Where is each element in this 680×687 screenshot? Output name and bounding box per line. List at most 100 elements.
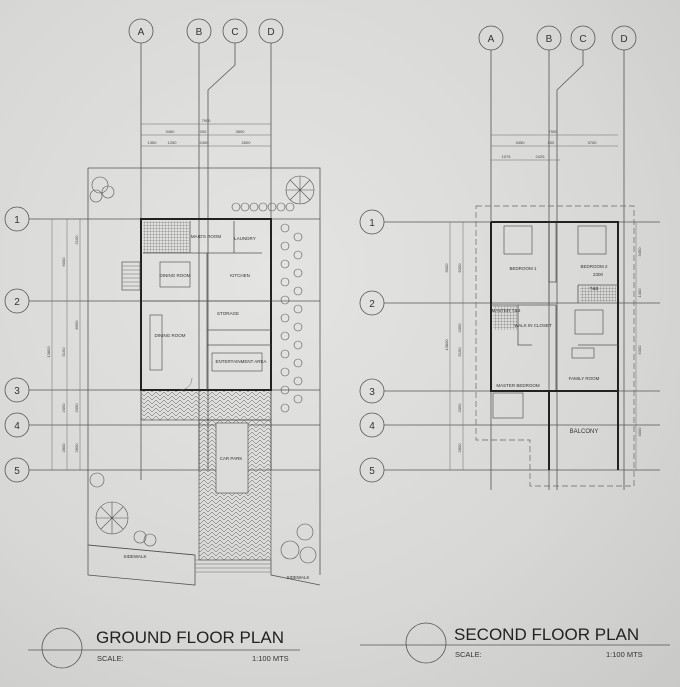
room-label-family-room: FAMILY ROOM [569, 376, 600, 381]
dim-label: 2050 [457, 403, 462, 413]
room-label-car-park: CAR PARK [220, 456, 243, 461]
dim-label: 3700 [588, 140, 598, 145]
scale-label: SCALE: [455, 650, 482, 659]
row-label-4: 4 [369, 421, 375, 432]
sofa-icon [149, 314, 163, 371]
dim-label: 2600 [242, 140, 252, 145]
dim-label: 13800 [46, 346, 51, 358]
second-column-grid: A B C D [478, 25, 637, 490]
room-label-balcony: BALCONY [570, 429, 599, 435]
grid-label-b: B [196, 27, 203, 38]
dim-label: 1350 [148, 140, 158, 145]
label-sidewalk: SIDEWALK [286, 575, 309, 580]
stair-icon [121, 261, 141, 291]
tb-tile [580, 286, 616, 302]
dim-label: 200 [200, 129, 207, 134]
dim-label: 6000 [61, 257, 66, 267]
ground-floor-title: GROUND FLOOR PLAN [96, 628, 284, 647]
grid-label-d: D [267, 27, 274, 38]
bed-icon [492, 392, 524, 419]
ground-dimensions: 7900 3450 200 3800 1350 1250 2400 2600 2… [46, 118, 271, 470]
dim-label: 3450 [516, 140, 526, 145]
dim-label: 3450 [166, 129, 176, 134]
row-label-5: 5 [14, 466, 20, 477]
row-label-2: 2 [369, 299, 375, 310]
dim-label: 2800 [74, 443, 79, 453]
dim-label: 1400 [637, 288, 642, 298]
ground-room-labels: MAID'S ROOM LAUNDRY DINING ROOM KITCHEN … [123, 234, 309, 580]
second-dimensions: 7900 3450 200 3700 1075 2425 6000 6000 1… [444, 129, 642, 470]
dim-label: 2800 [457, 443, 462, 453]
row-label-3: 3 [369, 387, 375, 398]
row-label-1: 1 [14, 215, 20, 226]
room-label-walk-in-closet: WALK IN CLOSET [514, 323, 552, 328]
paving-hatch [140, 389, 272, 421]
room-label-entertainment-area: ENTERTAINMENT AREA [215, 359, 266, 364]
dim-label: 2300 [593, 272, 604, 277]
room-label-kitchen: KITCHEN [230, 273, 250, 278]
dim-label: 5150 [457, 347, 462, 357]
toilet-tile [143, 221, 189, 253]
dim-label: 5300 [637, 345, 642, 355]
stair-icon [574, 309, 604, 335]
dim-label: 1250 [168, 140, 178, 145]
dim-label: 2800 [61, 443, 66, 453]
second-floor-title-block: SECOND FLOOR PLAN SCALE: 1:100 MTS [360, 622, 670, 664]
dim-label: 6000 [444, 263, 449, 273]
dim-label: 2100 [74, 235, 79, 245]
second-floor-title: SECOND FLOOR PLAN [454, 625, 639, 644]
dim-label: 1075 [502, 154, 512, 159]
bed-icon [577, 225, 607, 255]
dim-label: 3450 [637, 247, 642, 257]
grid-label-c: C [579, 34, 586, 45]
second-room-labels: BEDROOM 1 BEDROOM 2 2300 T&B MASTER T&B … [492, 264, 608, 435]
label-sidewalk: SIDEWALK [123, 554, 146, 559]
room-label-bedroom-1: BEDROOM 1 [509, 266, 537, 271]
grid-label-d: D [620, 34, 627, 45]
room-label-bedroom-2: BEDROOM 2 [580, 264, 608, 269]
ground-building [121, 218, 272, 391]
room-label-master-bedroom: MASTER BEDROOM [496, 383, 540, 388]
title-bubble [405, 622, 447, 664]
room-label-master-tb: MASTER T&B [492, 308, 521, 313]
dim-label: 7900 [202, 118, 212, 123]
dim-label: 3800 [236, 129, 246, 134]
row-label-2: 2 [14, 297, 20, 308]
row-label-5: 5 [369, 466, 375, 477]
room-label-maids-room: MAID'S ROOM [191, 234, 222, 239]
scale-value: 1:100 MTS [252, 654, 289, 663]
scale-label: SCALE: [97, 654, 124, 663]
second-floor-plan: A B C D 1 2 3 4 5 7900 3450 200 3700 107… [359, 25, 670, 664]
shrub-row-icon [231, 202, 303, 413]
scale-value: 1:100 MTS [606, 650, 643, 659]
sofa-icon [571, 347, 595, 359]
dim-label: 13800 [444, 339, 449, 351]
roof-outline [475, 205, 635, 487]
dim-label: 5150 [61, 347, 66, 357]
room-label-storage: STORAGE [217, 311, 239, 316]
master-tb-tile [493, 306, 517, 330]
ground-floor-title-block: GROUND FLOOR PLAN SCALE: 1:100 MTS [28, 627, 300, 669]
tree-icon [89, 175, 317, 564]
bed-icon [503, 225, 533, 255]
dim-label: 4000 [637, 427, 642, 437]
dining-table-icon [159, 261, 191, 288]
row-label-4: 4 [14, 421, 20, 432]
dim-label: 2400 [200, 140, 210, 145]
title-bubble [41, 627, 83, 669]
room-label-dining-room: DINING ROOM [160, 273, 191, 278]
dim-label: 2050 [61, 403, 66, 413]
ground-site [87, 167, 321, 586]
grid-label-c: C [231, 27, 238, 38]
grid-label-a: A [488, 34, 495, 45]
second-building [475, 205, 635, 487]
ground-floor-plan: A B C D 1 2 3 4 5 7900 3450 200 3800 135… [4, 18, 321, 669]
room-label-tb: T&B [590, 286, 599, 291]
dim-label: 6000 [457, 263, 462, 273]
dim-label: 7900 [549, 129, 559, 134]
dim-label: 2425 [536, 154, 546, 159]
dim-label: 2050 [457, 323, 462, 333]
grid-label-a: A [138, 27, 145, 38]
